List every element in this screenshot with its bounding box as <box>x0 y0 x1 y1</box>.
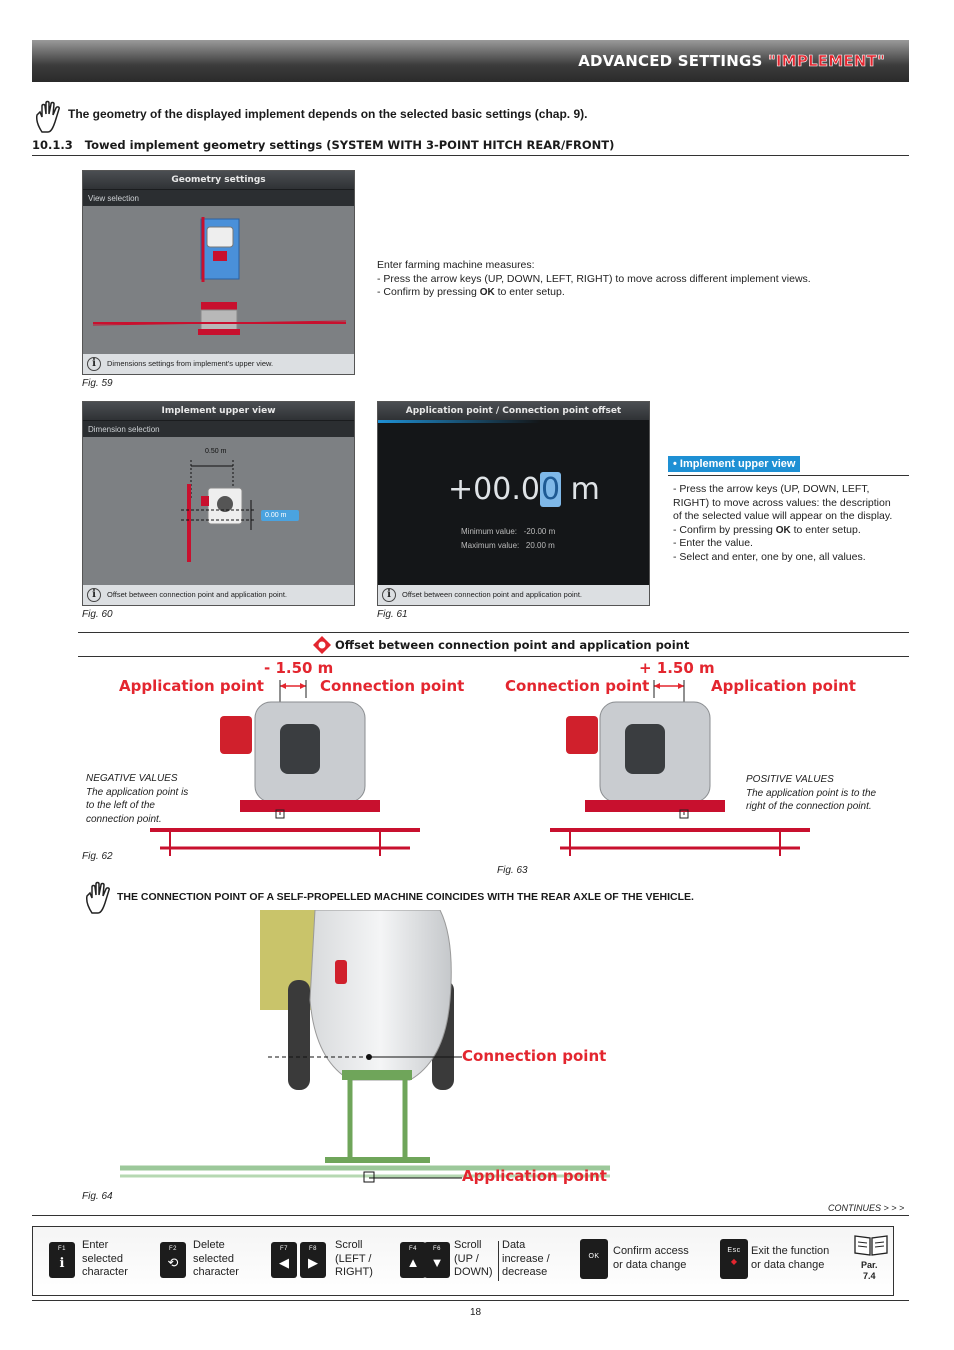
f7-key: F7◀ <box>271 1242 297 1278</box>
fig61-display-screen: Application point / Connection point off… <box>377 401 650 606</box>
ok-key-icon: OK <box>775 524 791 536</box>
f8-key: F8▶ <box>300 1242 326 1278</box>
ok-key: OK <box>580 1239 608 1279</box>
page-number: 18 <box>470 1307 482 1318</box>
screen-title: Application point / Connection point off… <box>378 402 649 420</box>
arrow-right-icon: ▶ <box>308 1255 318 1270</box>
section-title: 10.1.3 Towed implement geometry settings… <box>32 138 909 156</box>
divider <box>668 475 909 476</box>
info-icon: i <box>382 588 396 602</box>
page-header-bar: ADVANCED SETTINGS "IMPLEMENT" <box>32 40 909 82</box>
fig62-description: NEGATIVE VALUES The application point is… <box>86 773 189 825</box>
divider <box>32 1300 909 1301</box>
fig63-description: POSITIVE VALUES The application point is… <box>746 774 877 812</box>
hand-warning-icon <box>36 100 60 133</box>
fig62-caption: Fig. 62 <box>82 851 113 862</box>
hand-warning-icon <box>86 881 110 914</box>
fig63-caption: Fig. 63 <box>497 865 528 876</box>
f4f6-label: Scroll(UP /DOWN) <box>454 1239 493 1278</box>
delete-cycle-icon: ⟲ <box>167 1255 179 1270</box>
note-selfpropelled: THE CONNECTION POINT OF A SELF-PROPELLED… <box>117 891 694 903</box>
info-icon: ℹ <box>59 1255 65 1270</box>
f4-key: F4▲ <box>400 1242 426 1278</box>
fig64-caption: Fig. 64 <box>82 1191 113 1202</box>
fig63-application-label: Application point <box>711 677 856 695</box>
fig62-application-label: Application point <box>119 677 264 695</box>
f2-key: F2⟲ <box>160 1242 186 1278</box>
manual-book-icon <box>854 1235 888 1256</box>
f6-key: F6▼ <box>424 1242 450 1278</box>
screen-title: Geometry settings <box>83 171 354 189</box>
implement-upper-view-illustration <box>181 460 299 562</box>
settings-diamond-icon <box>313 636 331 654</box>
exit-icon: ◆ <box>730 1257 738 1266</box>
page-header-title: ADVANCED SETTINGS "IMPLEMENT" <box>578 52 885 71</box>
offset-value-display: +00.00 m <box>448 472 600 507</box>
fig63-implement-illustration <box>550 680 810 856</box>
instructions-text: Enter farming machine measures: - Press … <box>377 259 811 298</box>
arrow-down-icon: ▼ <box>430 1255 444 1270</box>
min-max-range: Minimum value: -20.00 m Maximum value: 2… <box>461 527 556 550</box>
offset-heading-bar: Offset between connection point and appl… <box>78 632 909 657</box>
dim-top-label: 0.50 m <box>205 448 227 455</box>
upper-view-heading: • Implement upper view <box>668 456 801 472</box>
fig61-caption: Fig. 61 <box>377 609 408 620</box>
fig62-implement-illustration <box>150 680 420 856</box>
esc-key: Esc◆ <box>720 1239 748 1279</box>
fig63-value: + 1.50 m <box>639 659 715 677</box>
fig64-connection-label: Connection point <box>462 1047 607 1065</box>
fig62-connection-label: Connection point <box>320 677 465 695</box>
fig64-application-label: Application point <box>462 1167 607 1185</box>
arrow-up-icon: ▲ <box>406 1255 420 1270</box>
info-icon: i <box>87 588 101 602</box>
ok-key-icon: OK <box>479 287 495 298</box>
fig63-connection-label: Connection point <box>505 677 650 695</box>
divider <box>32 1215 909 1216</box>
info-icon: i <box>87 357 101 371</box>
fig64-self-propelled-illustration <box>120 910 610 1183</box>
fig59-caption: Fig. 59 <box>82 378 113 389</box>
dim-value-label: 0.00 m <box>265 512 287 519</box>
divider <box>498 1241 499 1281</box>
implement-views-illustration <box>92 217 347 335</box>
continues-label: CONTINUES > > > <box>828 1203 905 1213</box>
par-reference: Par.7.4 <box>861 1260 878 1281</box>
note-geometry: The geometry of the displayed implement … <box>68 107 588 121</box>
fig62-value: - 1.50 m <box>264 659 334 677</box>
fig60-display-screen: Implement upper view Dimension selection… <box>82 401 355 606</box>
arrow-left-icon: ◀ <box>279 1255 289 1270</box>
f7f8-label: Scroll(LEFT /RIGHT) <box>335 1239 373 1278</box>
screen-subtitle: View selection <box>83 189 354 206</box>
upper-view-text: - Press the arrow keys (UP, DOWN, LEFT, … <box>673 483 893 563</box>
fig60-caption: Fig. 60 <box>82 609 113 620</box>
screen-title: Implement upper view <box>83 402 354 420</box>
screen-subtitle: Dimension selection <box>83 420 354 437</box>
